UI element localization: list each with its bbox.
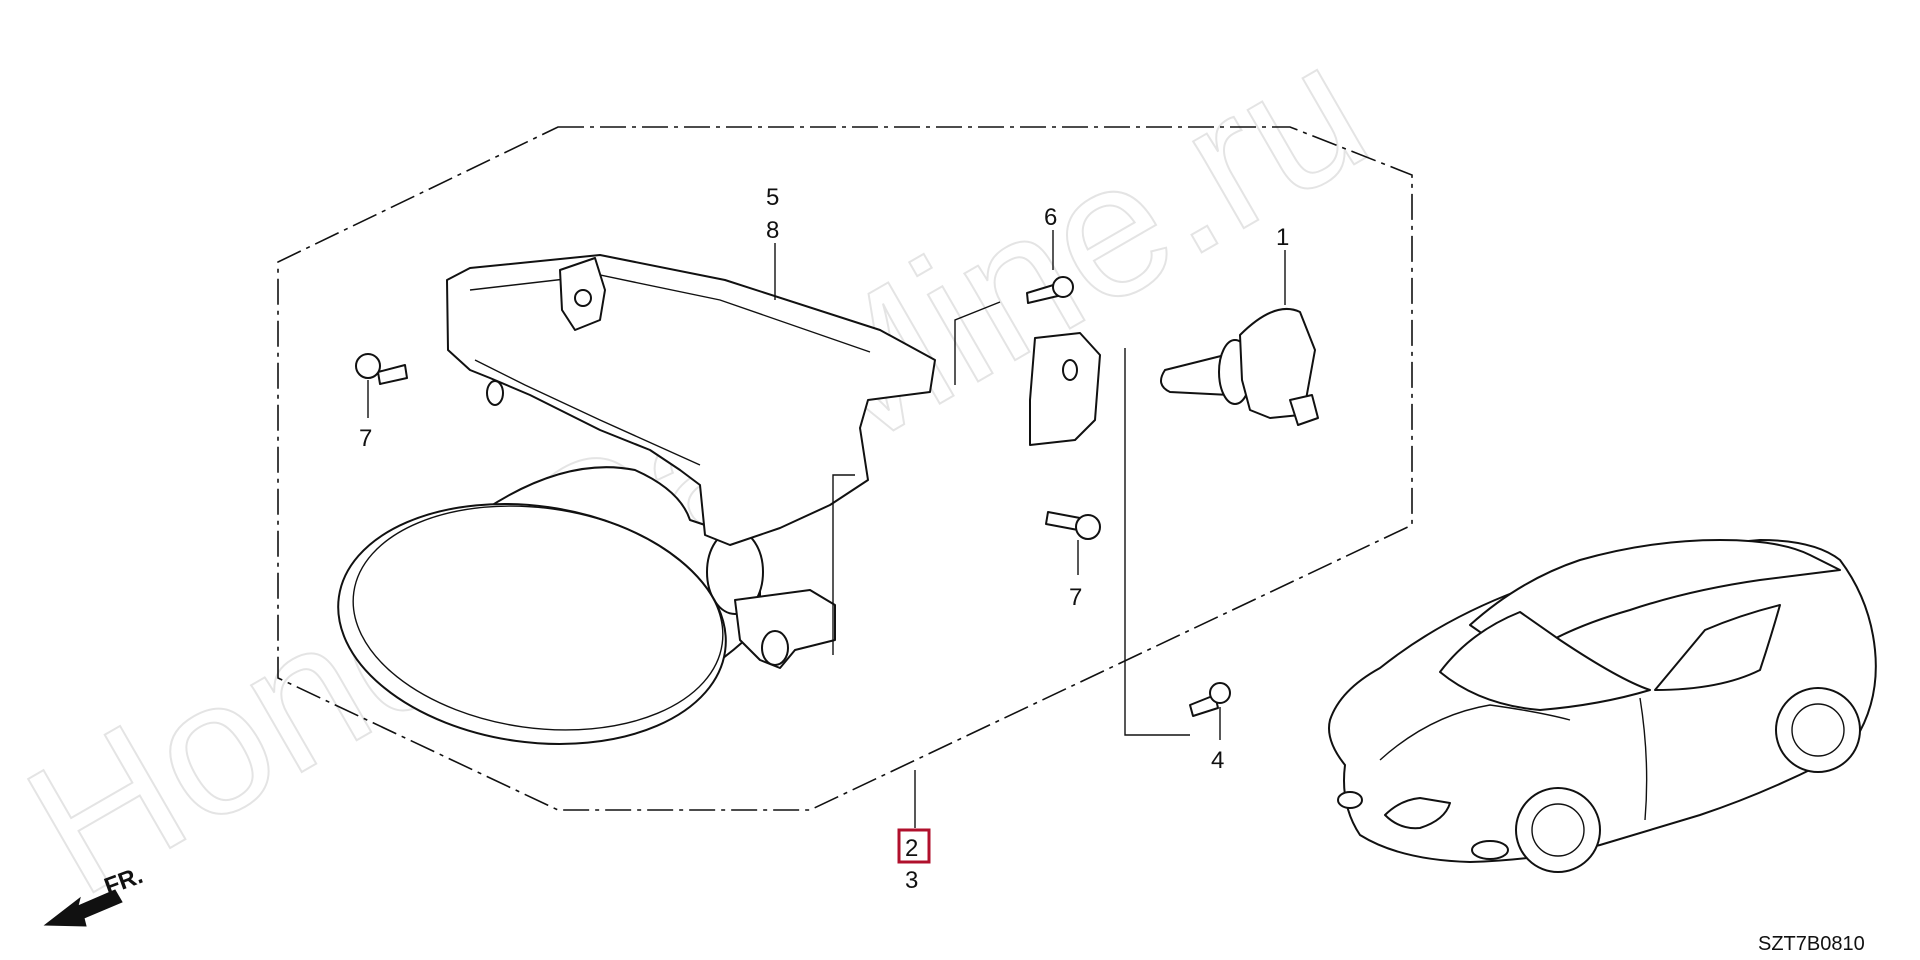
fog-lamp-unit[interactable] (322, 466, 836, 768)
car-windshield (1439, 611, 1651, 711)
lamp-connector (734, 589, 836, 669)
vehicle-location-illustration (1328, 539, 1877, 873)
car-fog-lamp-location (1337, 791, 1363, 809)
car-front-wheel (1515, 787, 1601, 873)
car-grille (1384, 797, 1451, 830)
callout-7-left[interactable]: 7 (359, 425, 372, 452)
callout-2[interactable]: 2 (905, 835, 918, 862)
car-door-line (1639, 697, 1648, 821)
drawing-code: SZT7B0810 (1758, 933, 1865, 955)
callout-5[interactable]: 5 (766, 184, 779, 211)
front-arrow-icon (43, 889, 123, 927)
bracket-side-plate (1029, 332, 1101, 446)
car-roof (1469, 539, 1841, 661)
leader-bracket-6 (954, 301, 1001, 385)
fog-lamp-bracket[interactable] (446, 254, 1101, 546)
screw-6[interactable] (1026, 276, 1074, 304)
car-side-window (1654, 604, 1781, 691)
car-hood-line (1379, 704, 1571, 761)
bracket-slot (486, 380, 504, 406)
callout-3[interactable]: 3 (905, 867, 918, 894)
bracket-inner-edge (469, 274, 871, 466)
callout-6[interactable]: 6 (1044, 204, 1057, 231)
bracket-side-hole (1062, 359, 1078, 381)
connector-grommet (761, 630, 789, 666)
bulb-base (1239, 307, 1316, 419)
callout-2-highlight (897, 828, 931, 864)
bracket-body (446, 254, 936, 546)
callout-1[interactable]: 1 (1276, 224, 1289, 251)
car-front-wheel-rim (1531, 803, 1585, 857)
lamp-lens (337, 503, 727, 745)
screw-4[interactable] (1189, 682, 1231, 717)
leader-screw-4 (1124, 348, 1190, 736)
bracket-hole (574, 289, 592, 307)
bulb-glass (1160, 354, 1231, 396)
fog-lamp-bulb[interactable] (1160, 307, 1319, 426)
bulb-terminal (1289, 394, 1319, 426)
callout-7-right[interactable]: 7 (1069, 584, 1082, 611)
leader-connector (832, 474, 855, 655)
car-headlight-right (1471, 840, 1509, 860)
bolt-7-left[interactable] (355, 353, 408, 385)
bolt-7-right[interactable] (1045, 511, 1101, 540)
callout-8[interactable]: 8 (766, 217, 779, 244)
car-rear-wheel (1775, 687, 1861, 773)
car-rear-wheel-rim (1791, 703, 1845, 757)
lamp-lens-rim (352, 505, 724, 731)
assembly-boundary (277, 126, 1413, 811)
callout-4[interactable]: 4 (1211, 747, 1224, 774)
